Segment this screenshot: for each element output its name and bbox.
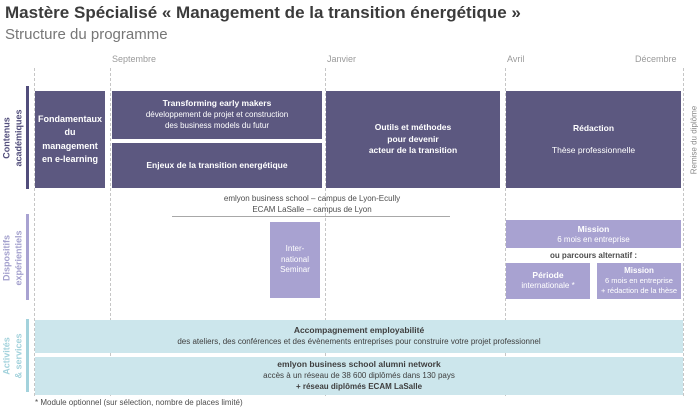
box-mission-entreprise: Mission 6 mois en entreprise [506,220,681,248]
footnote: * Module optionnel (sur sélection, nombr… [35,398,243,407]
month-label-avril: Avril [507,54,525,64]
box-title: Mission [577,223,610,234]
box-title: Enjeux de la transition energétique [146,159,288,170]
box-accompagnement-employabilite: Accompagnement employabilité des atelier… [35,320,683,353]
timeline-gridline-septembre [110,68,111,396]
box-periode-internationale: Période internationale * [506,263,590,299]
box-subtitle: 6 mois en entreprise + rédaction de la t… [600,276,678,295]
box-title: Inter- national Seminar [280,243,310,275]
row-bar-contenus-academiques [26,86,29,189]
box-fondamentaux-management: Fondamentaux du management en e-learning [35,91,105,188]
row-label-activites-services: Activités & services [1,333,23,379]
month-label-septembre: Septembre [112,54,157,64]
box-subtitle: internationale * [521,281,575,291]
box-subtitle: 6 mois en entreprise [557,234,630,244]
box-subtitle: Thèse professionnelle [551,144,636,155]
campus-note: emlyon business school – campus de Lyon-… [223,194,401,215]
box-mission-alternative: Mission 6 mois en entreprise + rédaction… [597,263,681,299]
page-subtitle: Structure du programme [5,26,168,43]
box-title: Mission [624,266,654,276]
timeline-gridline-decembre [683,68,684,396]
box-subtitle: accès à un réseau de 38 600 diplômés dan… [263,371,455,381]
row-label-dispositifs-experientiels: Dispositifs expérientiels [1,230,23,286]
campus-underline [172,216,450,217]
page-title: Mastère Spécialisé « Management de la tr… [5,3,521,22]
row-label-contenus-academiques: Contenus académiques [1,109,23,167]
box-international-seminar: Inter- national Seminar [270,222,320,298]
timeline-gridline-start [34,68,35,396]
box-title: Transforming early makers [162,98,272,109]
box-title: Outils et méthodes pour devenir acteur d… [368,121,458,156]
remise-du-diplome-label: Remise du diplôme [689,105,699,175]
box-subtitle: développement de projet et construction … [145,110,289,130]
box-title: emlyon business school alumni network [277,359,441,370]
box-alumni-network: emlyon business school alumni network ac… [35,357,683,395]
box-subtitle: des ateliers, des conférences et des évè… [177,337,541,347]
box-title: Période [532,270,564,281]
box-title: Accompagnement employabilité [293,325,425,336]
box-outils-methodes: Outils et méthodes pour devenir acteur d… [326,91,500,188]
box-transforming-early-makers: Transforming early makers développement … [112,91,322,139]
parcours-alternatif-label: ou parcours alternatif : [549,251,638,260]
box-redaction-these: Rédaction Thèse professionnelle [506,91,681,188]
timeline-gridline-avril [505,68,506,396]
box-subtitle-2: + réseau diplômés ECAM LaSalle [295,381,423,391]
row-bar-activites-services [26,319,29,392]
box-enjeux-transition: Enjeux de la transition energétique [112,143,322,188]
timeline-gridline-janvier [325,68,326,396]
month-label-decembre: Décembre [635,54,677,64]
month-label-janvier: Janvier [327,54,357,64]
box-title: Fondamentaux du management en e-learning [37,114,102,164]
box-title: Rédaction [572,122,615,133]
row-bar-dispositifs-experientiels [26,214,29,300]
